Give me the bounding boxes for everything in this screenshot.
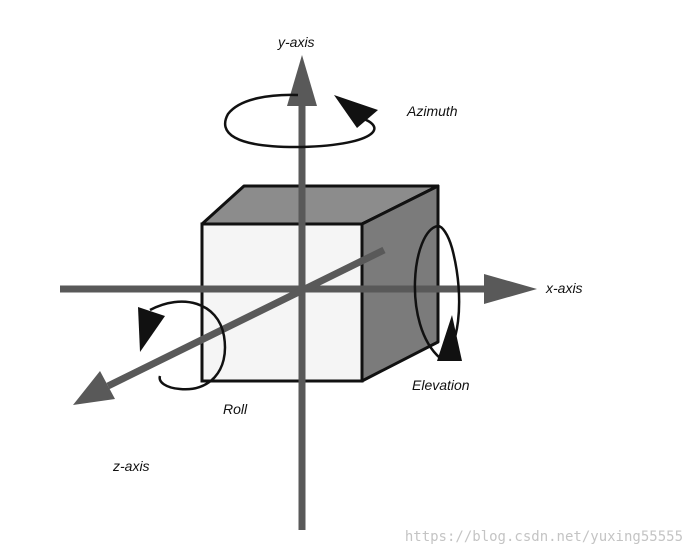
watermark-text: https://blog.csdn.net/yuxing55555 [405, 529, 683, 545]
x-axis-arrowhead [484, 274, 537, 304]
z-axis-arrow [73, 246, 386, 405]
z-axis-line [106, 246, 386, 390]
roll-arrowhead [138, 307, 165, 352]
azimuth-label: Azimuth [406, 103, 458, 119]
x-axis-label: x-axis [545, 280, 583, 296]
roll-loop [149, 300, 227, 391]
elevation-arrowhead [437, 315, 462, 361]
z-axis-arrowhead [73, 371, 115, 405]
azimuth-loop [223, 93, 376, 149]
y-axis-arrowhead [287, 55, 317, 106]
elevation-label: Elevation [412, 377, 470, 393]
roll-label: Roll [223, 401, 248, 417]
y-axis-label: y-axis [277, 34, 315, 50]
azimuth-arrowhead [334, 95, 378, 128]
z-axis-label: z-axis [112, 458, 150, 474]
elevation-rotation-arrow [413, 224, 462, 361]
x-axis-arrow [60, 274, 537, 304]
roll-rotation-arrow [138, 300, 227, 391]
azimuth-rotation-arrow [223, 93, 378, 149]
